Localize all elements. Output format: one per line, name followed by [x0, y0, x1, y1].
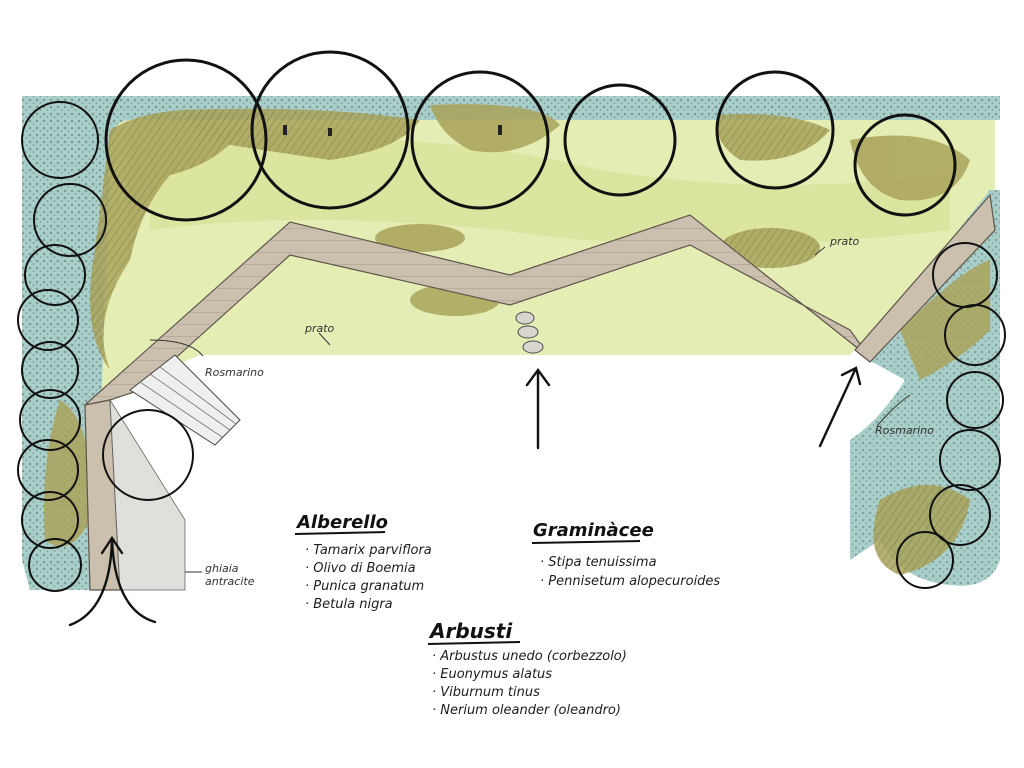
legend-arbusti-title: Arbusti	[428, 619, 513, 643]
legend-graminacee: Graminàcee · Stipa tenuissima · Penniset…	[531, 520, 720, 589]
stepping-stones	[515, 311, 544, 354]
legend-graminacee-title: Graminàcee	[533, 520, 654, 541]
label-prato-right: prato	[829, 235, 860, 248]
legend-alberello: Alberello · Tamarix parviflora · Olivo d…	[294, 512, 432, 612]
legend-alberello-title: Alberello	[295, 512, 388, 533]
legend-graminacee-item: · Pennisetum alopecuroides	[540, 574, 720, 589]
label-rosmarino-right: Rosmarino	[875, 424, 934, 437]
gravel-area	[109, 398, 186, 591]
label-ghiaia-1: ghiaia	[205, 562, 239, 575]
legend-alberello-item: · Betula nigra	[305, 597, 393, 612]
legend-alberello-item: · Punica granatum	[305, 579, 424, 594]
legend-arbusti-item: · Arbustus unedo (corbezzolo)	[432, 649, 627, 664]
legend-alberello-item: · Olivo di Boemia	[305, 561, 416, 576]
legend-arbusti-item: · Nerium oleander (oleandro)	[432, 703, 621, 718]
entry-arrows	[68, 366, 862, 627]
terrace	[129, 354, 241, 446]
label-rosmarino-left: Rosmarino	[205, 366, 264, 379]
label-prato-left: prato	[304, 322, 335, 335]
tree-markers	[283, 125, 502, 136]
left-shrubs	[17, 101, 194, 592]
lawn-shade	[150, 138, 950, 245]
legend-arbusti-item: · Euonymus alatus	[432, 667, 552, 682]
legend-alberello-item: · Tamarix parviflora	[305, 543, 432, 558]
legend-arbusti-item: · Viburnum tinus	[432, 685, 540, 700]
legend-arbusti: Arbusti · Arbustus unedo (corbezzolo) · …	[427, 619, 627, 718]
legend-graminacee-item: · Stipa tenuissima	[540, 555, 657, 570]
right-shrubs	[896, 242, 1006, 589]
tree-canopies	[104, 50, 957, 222]
label-ghiaia-2: antracite	[205, 575, 255, 588]
